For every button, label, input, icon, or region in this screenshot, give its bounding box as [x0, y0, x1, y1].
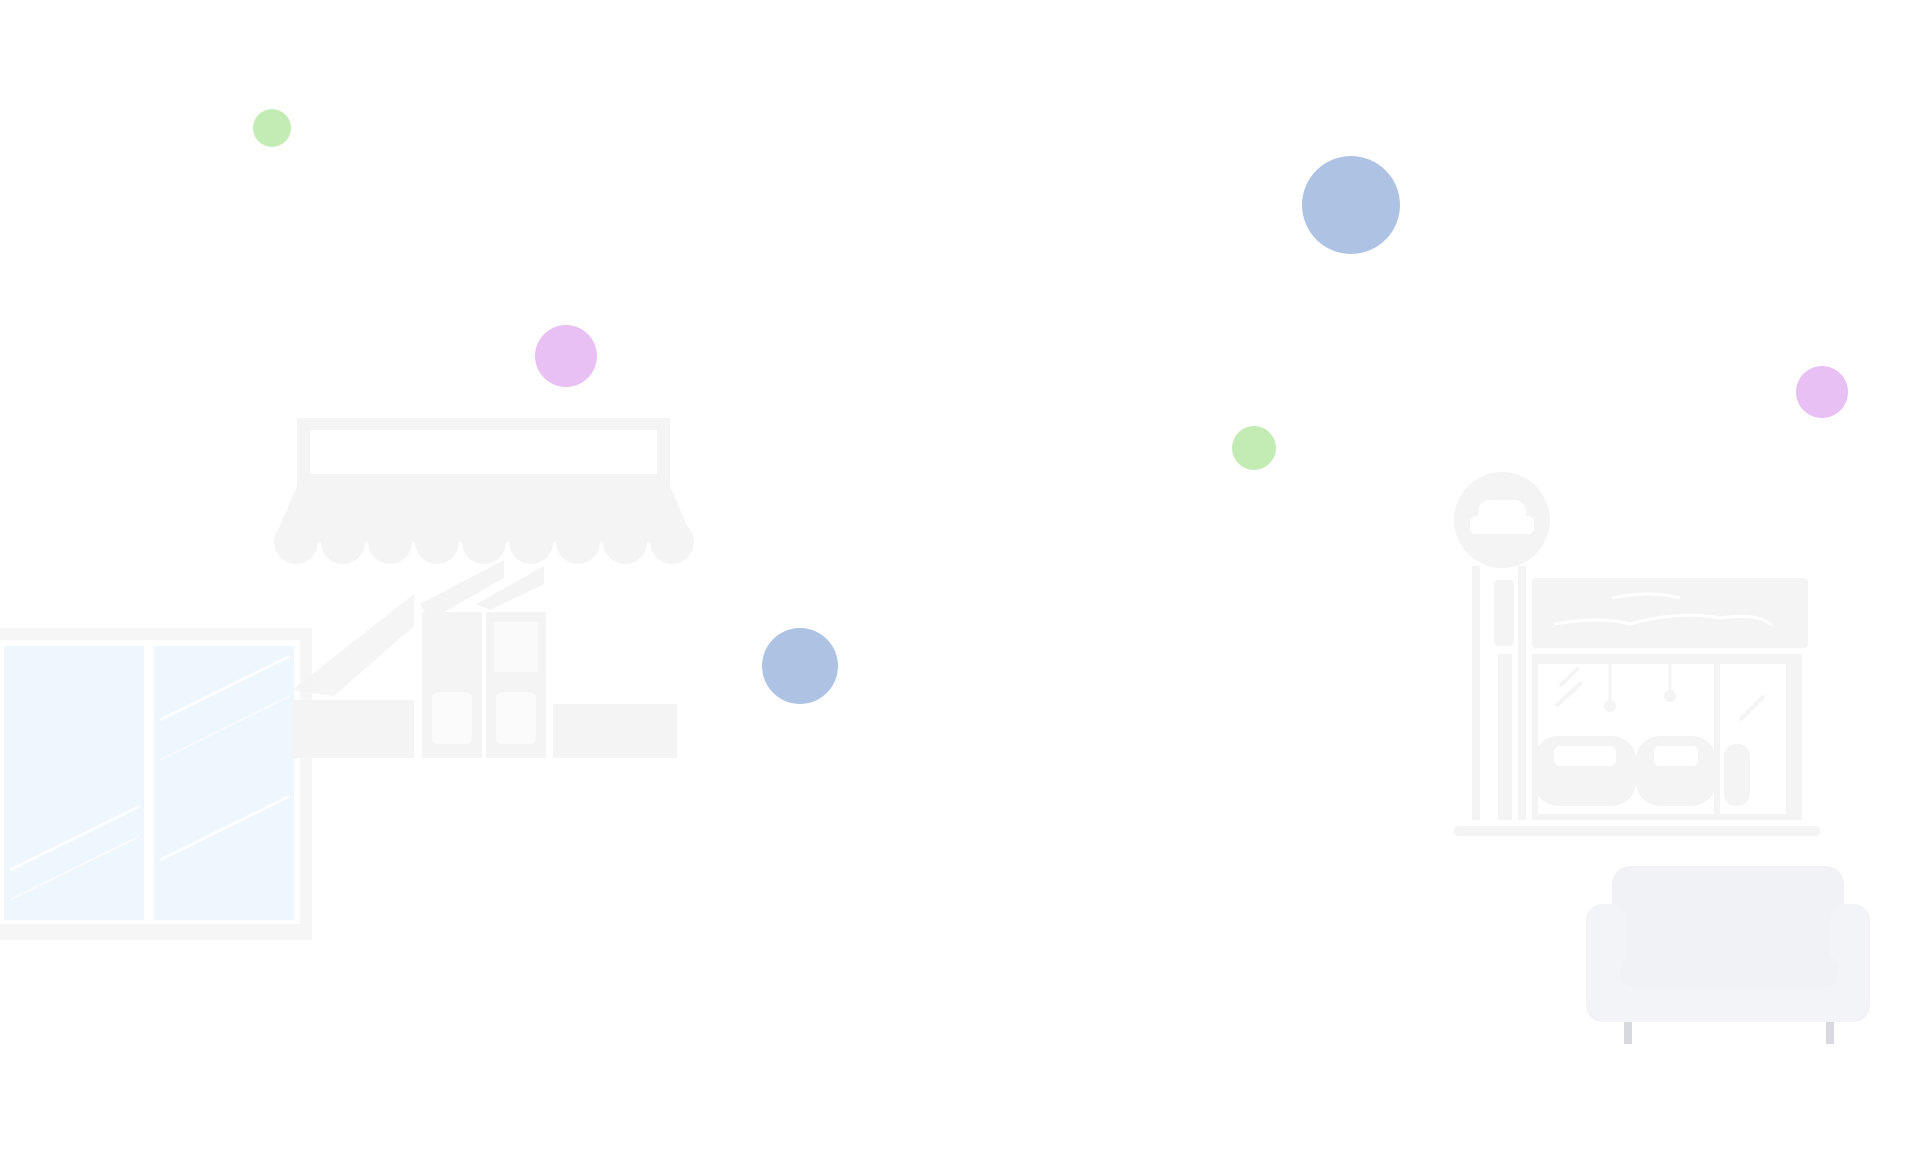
decor-dot-pink [535, 325, 597, 387]
decor-dot-pink-right [1796, 366, 1848, 418]
decor-dot-blue-mid [762, 628, 838, 704]
decor-dot-green [1232, 426, 1276, 470]
storefront-icon [273, 418, 694, 758]
sofa-icon [1586, 866, 1870, 1044]
decor-dot-blue-large [1302, 156, 1400, 254]
window-icon [0, 628, 312, 940]
car-dealership-icon [1454, 472, 1820, 836]
decor-dot-green-small [253, 109, 291, 147]
